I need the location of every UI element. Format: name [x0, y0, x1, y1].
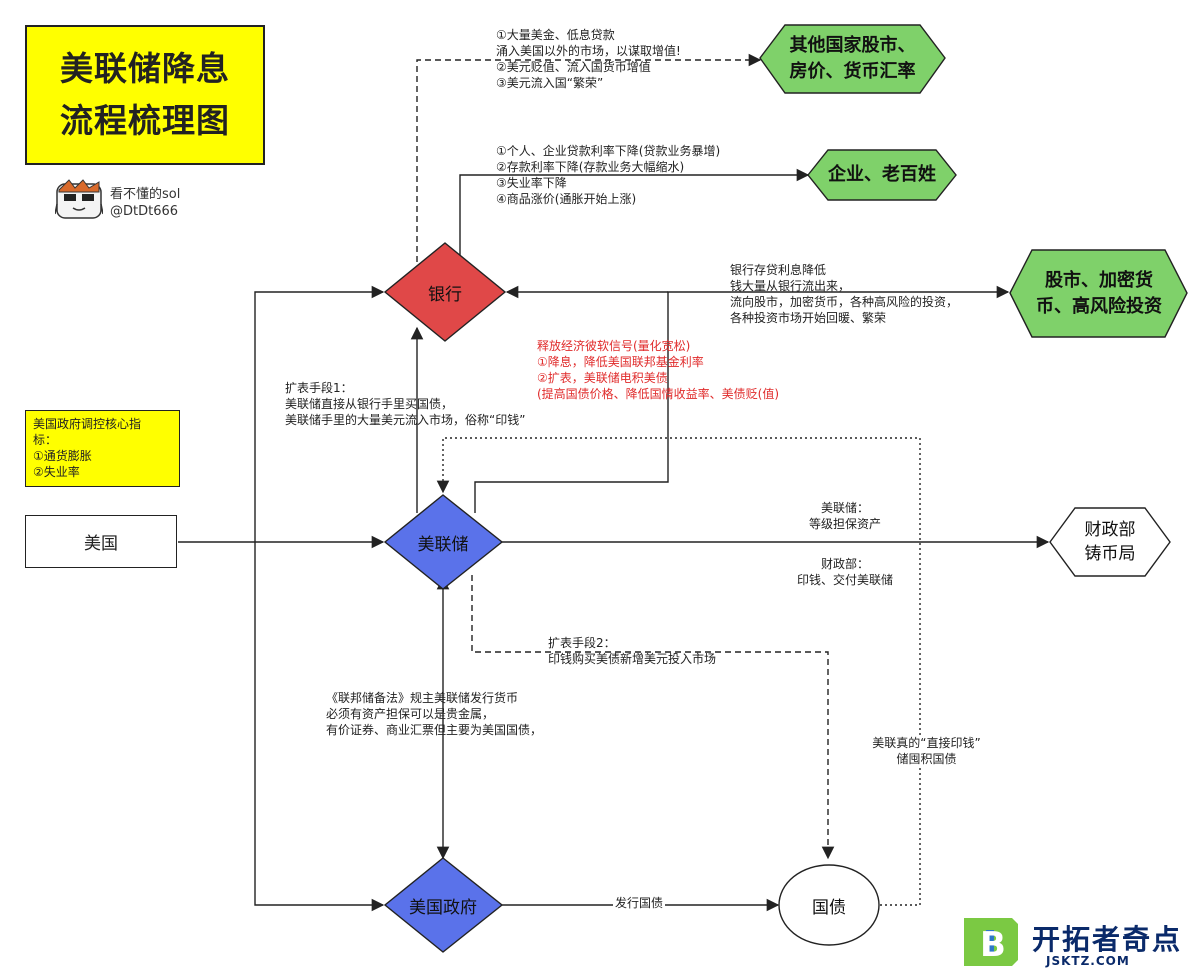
annotation-line: 释放经济彼软信号(量化宽松) — [537, 339, 691, 353]
annotation-fed-treasury: 美联储： 等级担保资产 — [795, 500, 895, 532]
bonds-node-shape — [778, 864, 880, 946]
annotation-line: 美联储手里的大量美元流入市场，俗称“印钱” — [285, 413, 526, 427]
bonds-label: 国债 — [812, 898, 846, 918]
title-box: 美联储降息 流程梳理图 — [25, 25, 265, 165]
annotation-line: 美联真的“直接印钱” — [872, 736, 981, 750]
annotation-signal: 释放经济彼软信号(量化宽松) ①降息，降低美国联邦基金利率 ②扩表，美联储电积美… — [537, 338, 779, 402]
annotation-treasury-fed: 财政部： 印钱、交付美联储 — [790, 556, 900, 588]
annotation-line: 《联邦储备法》规主美联储发行货币 — [326, 691, 519, 705]
bank-label: 银行 — [428, 285, 462, 305]
annotation-direct-print: 美联真的“直接印钱” 储囤积国债 — [864, 735, 989, 767]
stocks-node-shape — [1009, 249, 1188, 338]
annotation-line: ①大量美金、低息贷款 — [496, 28, 615, 42]
svg-text:B: B — [980, 925, 1006, 965]
treasury-label-line-2: 铸币局 — [1084, 544, 1136, 564]
core-line-1: 美国政府调控核心指 — [33, 417, 142, 431]
core-line-2: 标： — [33, 433, 58, 447]
author-avatar — [55, 179, 103, 219]
annotation-line: 美联储直接从银行手里买国债， — [285, 397, 454, 411]
annotation-line: ②存款利率下降(存款业务大幅缩水) — [496, 160, 685, 174]
edge-bank-other — [416, 53, 762, 262]
usa-label: 美国 — [84, 534, 118, 554]
annotation-other-countries: ①大量美金、低息贷款 涌入美国以外的市场，以谋取增值! ②美元贬值、流入国货币增… — [496, 27, 681, 91]
annotation-line: 美联储： — [820, 501, 869, 515]
gov-label: 美国政府 — [409, 898, 477, 918]
annotation-line: ②美元贬值、流入国货币增值 — [496, 60, 651, 74]
core-line-4: ②失业率 — [33, 465, 80, 479]
annotation-expand-1: 扩表手段1： 美联储直接从银行手里买国债， 美联储手里的大量美元流入市场，俗称“… — [285, 380, 525, 428]
edge-fed-stocks — [474, 285, 1010, 513]
annotation-line: 印钱购买美债新增美元投入市场 — [548, 652, 717, 666]
annotation-line: (提高国债价格、降低国情收益率、美债贬(值) — [537, 387, 780, 401]
annotation-people: ①个人、企业贷款利率下降(贷款业务暴增) ②存款利率下降(存款业务大幅缩水) ③… — [496, 143, 720, 207]
treasury-label: 财政部 铸币局 — [1070, 518, 1150, 566]
people-node-shape — [807, 149, 957, 201]
other-countries-node-shape — [759, 24, 946, 94]
logo-b-icon: B — [964, 918, 1018, 966]
annotation-line: 钱大量从银行流出来， — [730, 279, 851, 293]
other-countries-label: 其他国家股市、 房价、货币汇率 — [770, 33, 935, 85]
annotation-expand-2: 扩表手段2： 印钱购买美债新增美元投入市场 — [548, 635, 716, 667]
annotation-line: 流向股市，加密货币，各种高风险的投资， — [730, 295, 959, 309]
annotation-line: 银行存贷利息降低 — [730, 263, 827, 277]
annotation-line: 印钱、交付美联储 — [796, 573, 893, 587]
annotation-line: ④商品涨价(通胀开始上涨) — [496, 192, 637, 206]
gov-node-shape — [383, 857, 504, 953]
edge-bonds-fed — [436, 437, 921, 906]
stocks-line-1: 股市、加密货 — [1045, 270, 1153, 291]
stocks-label: 股市、加密货 币、高风险投资 — [1018, 268, 1180, 320]
edge-fed-bonds — [471, 575, 835, 860]
watermark-text: 开拓者奇点 — [1032, 923, 1183, 956]
edge-usa-bank — [254, 285, 385, 542]
other-countries-line-1: 其他国家股市、 — [789, 35, 916, 56]
annotation-line: 各种投资市场开始回暖、繁荣 — [730, 311, 887, 325]
annotation-line: 扩表手段2： — [548, 636, 616, 650]
edge-bank-people — [459, 168, 810, 262]
fed-label: 美联储 — [417, 535, 469, 555]
stocks-line-2: 币、高风险投资 — [1036, 296, 1162, 317]
fed-node-shape — [383, 494, 504, 590]
people-label: 企业、老百姓 — [828, 164, 936, 185]
annotation-line: ①个人、企业贷款利率下降(贷款业务暴增) — [496, 144, 721, 158]
annotation-line: ②扩表，美联储电积美债 — [537, 371, 668, 385]
usa-node: 美国 — [25, 515, 177, 568]
core-line-3: ①通货膨胀 — [33, 449, 92, 463]
annotation-fed-act: 《联邦储备法》规主美联储发行货币 必须有资产担保可以是贵金属， 有价证券、商业汇… — [326, 690, 542, 738]
author-info: 看不懂的sol @DtDt666 — [110, 186, 180, 220]
core-indicators-box: 美国政府调控核心指 标： ①通货膨胀 ②失业率 — [25, 410, 180, 487]
annotation-line: 储囤积国债 — [896, 752, 957, 766]
annotation-line: 扩表手段1： — [285, 381, 353, 395]
edge-usa-gov — [254, 542, 385, 912]
watermark-url: JSKTZ.COM — [1046, 954, 1130, 968]
other-countries-line-2: 房价、货币汇率 — [789, 61, 916, 82]
bank-node-shape — [383, 242, 507, 342]
annotation-line: ③美元流入国“繁荣” — [496, 76, 604, 90]
annotation-line: 涌入美国以外的市场，以谋取增值! — [496, 44, 681, 58]
annotation-line: 必须有资产担保可以是贵金属， — [326, 707, 495, 721]
annotation-line: 财政部： — [820, 557, 869, 571]
annotation-line: ①降息，降低美国联邦基金利率 — [537, 355, 704, 369]
treasury-label-line-1: 财政部 — [1084, 520, 1136, 540]
annotation-line: ③失业率下降 — [496, 176, 567, 190]
watermark-logo: B 开拓者奇点 JSKTZ.COM — [960, 916, 1196, 970]
annotation-line: 等级担保资产 — [808, 517, 881, 531]
annotation-stocks: 银行存贷利息降低 钱大量从银行流出来， 流向股市，加密货币，各种高风险的投资， … — [730, 262, 958, 326]
author-name: 看不懂的sol — [110, 187, 181, 202]
author-handle: @DtDt666 — [110, 204, 179, 219]
treasury-node-shape — [1049, 507, 1171, 577]
annotation-line: 有价证券、商业汇票但主要为美国国债， — [326, 723, 543, 737]
annotation-issue-bonds: 发行国债 — [613, 895, 666, 911]
title-line-2: 流程梳理图 — [60, 101, 230, 140]
title-line-1: 美联储降息 — [60, 49, 230, 88]
